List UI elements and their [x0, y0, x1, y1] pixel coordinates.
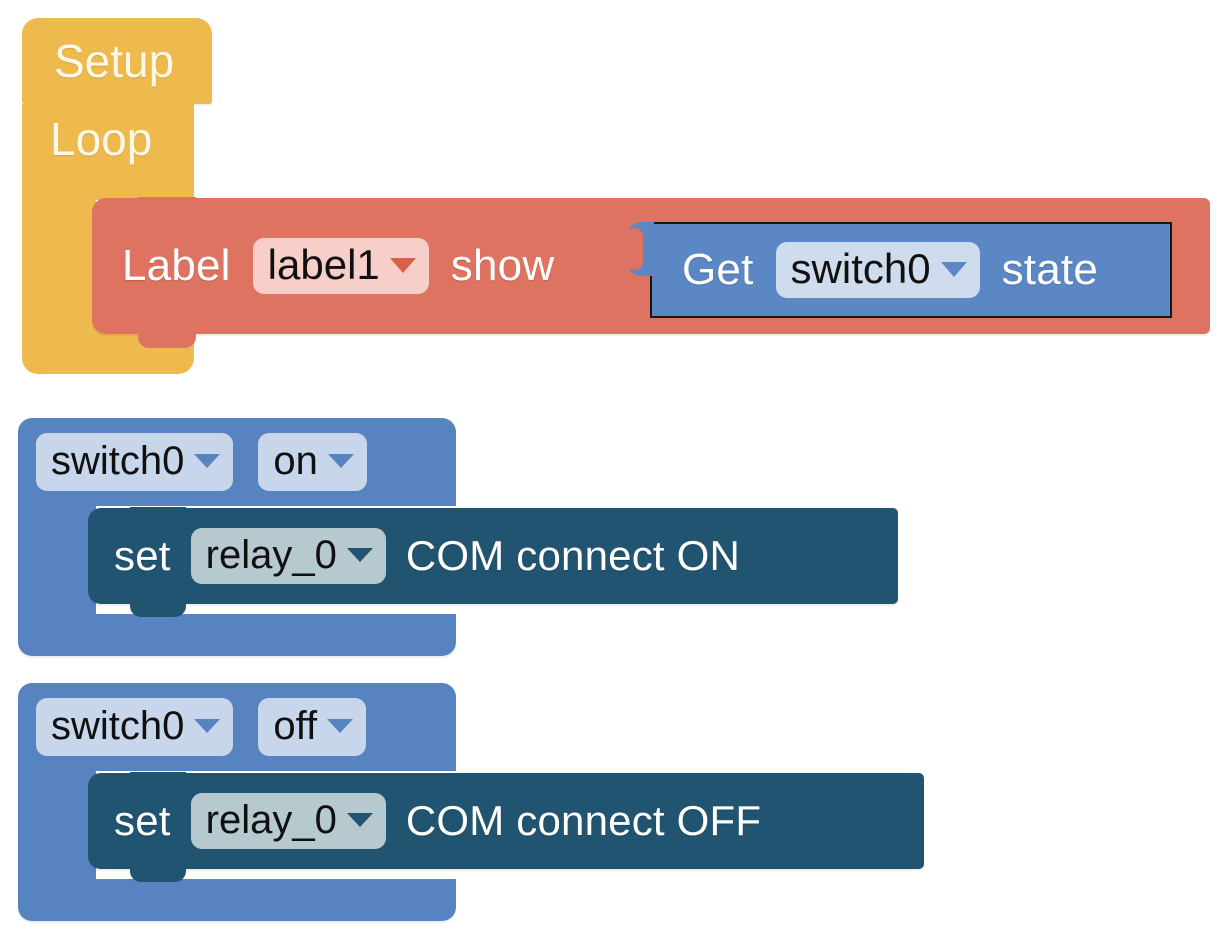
label-block-top-notch [138, 197, 196, 212]
block-get-state[interactable]: Get switch0 state [650, 222, 1172, 318]
chevron-down-icon [389, 257, 416, 273]
event-on-state-dropdown[interactable]: on [258, 433, 367, 491]
label-block-prefix: Label [122, 241, 231, 290]
event-off-footer [18, 879, 456, 921]
chevron-down-icon [194, 454, 221, 468]
event-on-header: switch0 on [18, 418, 456, 506]
label-block-suffix: show [450, 241, 555, 290]
event-on-state-value: on [273, 438, 318, 483]
value-input-socket [627, 222, 654, 276]
event-on-device-value: switch0 [51, 438, 185, 483]
loop-label: Loop [50, 113, 153, 165]
set-off-top-notch [130, 772, 186, 786]
set-on-top-notch [130, 507, 186, 521]
block-set-relay-off[interactable]: set relay_0 COM connect OFF [88, 772, 924, 882]
set-on-relay-dropdown[interactable]: relay_0 [190, 528, 386, 584]
event-off-device-dropdown[interactable]: switch0 [36, 698, 234, 756]
set-on-suffix: COM connect ON [405, 532, 741, 579]
chevron-down-icon [194, 719, 221, 733]
chevron-down-icon [327, 719, 354, 733]
chevron-down-icon [327, 454, 354, 468]
chevron-down-icon [346, 813, 373, 827]
set-off-relay-dropdown[interactable]: relay_0 [190, 793, 386, 849]
label-block-row: Label label1 show [92, 198, 1210, 334]
set-off-bottom-notch [130, 867, 186, 882]
set-off-suffix: COM connect OFF [405, 797, 762, 844]
get-device-dropdown[interactable]: switch0 [775, 242, 980, 298]
chevron-down-icon [346, 548, 373, 562]
event-on-footer [18, 614, 456, 656]
set-on-bottom-notch [130, 602, 186, 617]
get-device-dropdown-value: switch0 [790, 245, 931, 292]
label-target-dropdown-value: label1 [267, 241, 380, 288]
set-on-prefix: set [114, 532, 171, 579]
set-on-relay-value: relay_0 [205, 532, 337, 577]
event-off-state-dropdown[interactable]: off [258, 698, 367, 756]
event-off-state-value: off [273, 703, 318, 748]
block-setup-hat[interactable]: Setup [22, 18, 212, 104]
set-off-prefix: set [114, 797, 171, 844]
label-target-dropdown[interactable]: label1 [252, 238, 429, 294]
set-off-relay-value: relay_0 [205, 797, 337, 842]
setup-label: Setup [54, 35, 175, 87]
label-block-bottom-notch [138, 332, 196, 348]
loop-left-arm[interactable] [22, 196, 96, 336]
event-on-device-dropdown[interactable]: switch0 [36, 433, 234, 491]
event-off-device-value: switch0 [51, 703, 185, 748]
event-off-header: switch0 off [18, 683, 456, 771]
block-set-relay-on[interactable]: set relay_0 COM connect ON [88, 507, 898, 617]
chevron-down-icon [940, 261, 967, 277]
block-loop-header[interactable]: Loop [22, 104, 194, 200]
get-block-suffix: state [1001, 245, 1098, 294]
get-block-prefix: Get [682, 245, 754, 294]
